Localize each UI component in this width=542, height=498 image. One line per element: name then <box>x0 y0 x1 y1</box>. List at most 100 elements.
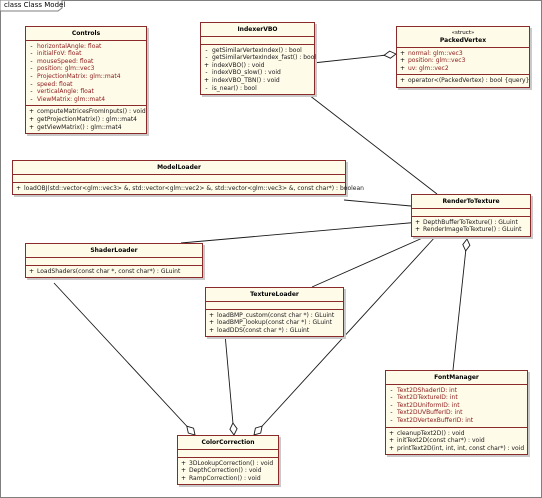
class-packed-vertex[interactable]: «struct»PackedVertex+normal: glm::vec3+p… <box>396 26 530 88</box>
attribute-row[interactable]: -Text2DShaderID: int <box>386 387 527 395</box>
frame-title: class Class Model <box>4 1 66 9</box>
operations-section: +3DLookupCorrection() : void+DepthCorrec… <box>178 458 278 485</box>
visibility-marker: + <box>388 429 395 437</box>
attribute-text: position: glm::vec3 <box>408 57 466 65</box>
attributes-section <box>13 175 345 183</box>
class-name: PackedVertex <box>439 37 487 44</box>
attributes-section: -Text2DShaderID: int-Text2DTextureID: in… <box>386 385 527 428</box>
operation-text: operator<(PackedVertex) : bool {query} <box>408 77 530 85</box>
visibility-marker: + <box>399 57 406 65</box>
operation-row[interactable]: +indexVBO() : void <box>201 62 314 70</box>
visibility-marker: - <box>30 57 33 65</box>
association-indexer-packed <box>312 50 397 64</box>
operations-section: +LoadShaders(const char *, const char*) … <box>26 266 202 278</box>
operations-section: +computeMatricesFromInputs() : void+getP… <box>26 106 146 133</box>
operation-row[interactable]: +LoadShaders(const char *, const char*) … <box>26 268 202 276</box>
visibility-marker: + <box>414 218 421 226</box>
visibility-marker: + <box>28 108 35 116</box>
visibility-marker: - <box>30 95 33 103</box>
class-name: FontManager <box>434 374 479 381</box>
operation-row[interactable]: +DepthBufferToTexture() : GLuint <box>412 219 530 227</box>
operation-text: RampCorrection() : void <box>189 474 261 482</box>
operation-row[interactable]: +DepthCorrection() : void <box>178 467 278 475</box>
operation-text: getProjectionMatrix() : glm::mat4 <box>37 115 137 123</box>
visibility-marker: - <box>390 409 393 417</box>
operation-row[interactable]: -getSimilarVertexIndex_fast() : bool <box>201 54 317 62</box>
operation-row[interactable]: +printText2D(int, int, int, const char*)… <box>386 445 527 453</box>
class-indexer-vbo[interactable]: IndexerVBO -getSimilarVertexIndex() : boo… <box>200 22 317 96</box>
operation-row[interactable]: +loadBMP_custom(const char *) : GLuint <box>206 312 343 320</box>
attribute-row[interactable]: -mouseSpeed: float <box>26 58 146 66</box>
visibility-marker: - <box>390 416 393 424</box>
aggregation-diamond <box>383 50 397 59</box>
class-header: Controls <box>26 27 146 41</box>
operation-text: DepthBufferToTexture() : GLuint <box>423 218 518 226</box>
class-model-loader[interactable]: ModelLoader+loadOBJ(std::vector<glm::vec… <box>12 160 364 196</box>
class-color-correction[interactable]: ColorCorrection+3DLookupCorrection() : v… <box>177 435 279 486</box>
operation-row[interactable]: +loadBMP_lookup(const char *) : GLuint <box>206 319 343 327</box>
visibility-marker: + <box>414 226 421 234</box>
operation-row[interactable]: +computeMatricesFromInputs() : void <box>26 108 146 116</box>
operation-text: getSimilarVertexIndex_fast() : bool <box>212 54 317 62</box>
operation-row[interactable]: +loadOBJ(std::vector<glm::vec3> &, std::… <box>13 185 364 193</box>
attributes-section <box>26 258 202 266</box>
attribute-row[interactable]: -position: glm::vec3 <box>26 65 146 73</box>
attribute-text: speed: float <box>37 80 73 88</box>
operation-row[interactable]: +3DLookupCorrection() : void <box>178 460 278 468</box>
operation-row[interactable]: +RampCorrection() : void <box>178 475 278 483</box>
operation-row[interactable]: +loadDDS(const char *) : GLuint <box>206 327 343 335</box>
operation-row[interactable]: +getViewMatrix() : glm::mat4 <box>26 124 146 132</box>
visibility-marker: + <box>399 64 406 72</box>
class-header: FontManager <box>386 371 527 385</box>
visibility-marker: + <box>208 319 215 327</box>
operation-row[interactable]: -getSimilarVertexIndex() : bool <box>201 47 314 55</box>
operation-row[interactable]: +cleanupText2D() : void <box>386 430 527 438</box>
attribute-row[interactable]: +normal: glm::vec3 <box>397 50 529 58</box>
operations-section: +DepthBufferToTexture() : GLuint+RenderI… <box>412 217 530 236</box>
attribute-text: normal: glm::vec3 <box>408 49 463 57</box>
attribute-row[interactable]: -horizontalAngle: float <box>26 43 146 51</box>
attribute-row[interactable]: -Text2DVertexBufferID: int <box>386 417 527 425</box>
attribute-text: ViewMatrix: glm::mat4 <box>37 95 106 103</box>
visibility-marker: + <box>203 76 210 84</box>
attribute-row[interactable]: -Text2DUVBufferID: int <box>386 409 527 417</box>
operation-row[interactable]: +RenderImageToTexture() : GLuint <box>412 226 530 234</box>
operation-row[interactable]: -indexVBO_slow() : void <box>201 69 314 77</box>
operation-text: loadOBJ(std::vector<glm::vec3> &, std::v… <box>24 184 364 192</box>
visibility-marker: + <box>180 474 187 482</box>
class-name: IndexerVBO <box>237 26 278 33</box>
attribute-row[interactable]: +uv: glm::vec2 <box>397 65 529 73</box>
association-modelloader-rtt <box>343 199 412 207</box>
attribute-row[interactable]: -ViewMatrix: glm::mat4 <box>26 96 146 104</box>
operation-text: indexVBO_TBN() : void <box>212 76 280 84</box>
class-font-manager[interactable]: FontManager -Text2DShaderID: int-Text2DTe… <box>385 370 528 456</box>
attribute-row[interactable]: -verticalAngle: float <box>26 88 146 96</box>
class-texture-loader[interactable]: TextureLoader +loadBMP_custom(const char … <box>205 287 344 338</box>
visibility-marker: - <box>30 88 33 96</box>
visibility-marker: - <box>390 386 393 394</box>
operation-row[interactable]: -is_near() : bool <box>201 85 314 93</box>
operation-row[interactable]: +operator<(PackedVertex) : bool {query} <box>397 77 529 85</box>
class-shader-loader[interactable]: ShaderLoader+LoadShaders(const char *, c… <box>25 243 203 279</box>
visibility-marker: + <box>388 444 395 452</box>
attribute-text: ProjectionMatrix: glm::mat4 <box>37 72 121 80</box>
attributes-section: +normal: glm::vec3+position: glm::vec3+u… <box>397 48 529 76</box>
attribute-row[interactable]: -initialFoV: float <box>26 50 146 58</box>
attribute-row[interactable]: -speed: float <box>26 81 146 89</box>
class-render-to-texture[interactable]: RenderToTexture+DepthBufferToTexture() :… <box>411 194 531 237</box>
operation-row[interactable]: +getProjectionMatrix() : glm::mat4 <box>26 116 146 124</box>
attribute-row[interactable]: -Text2DTextureID: int <box>386 394 527 402</box>
visibility-marker: + <box>28 123 35 131</box>
operation-row[interactable]: +indexVBO_TBN() : void <box>201 77 314 85</box>
attribute-row[interactable]: +position: glm::vec3 <box>397 57 529 65</box>
operation-row[interactable]: +initText2D(const char*) : void <box>386 437 527 445</box>
class-controls[interactable]: Controls -horizontalAngle: float-initialF… <box>25 26 147 135</box>
association-shader-color <box>53 282 196 436</box>
visibility-marker: - <box>30 42 33 50</box>
attribute-row[interactable]: -ProjectionMatrix: glm::mat4 <box>26 73 146 81</box>
class-header: TextureLoader <box>206 288 343 302</box>
attribute-row[interactable]: -Text2DUniformID: int <box>386 402 527 410</box>
aggregation-diamond <box>462 238 471 252</box>
operation-text: cleanupText2D() : void <box>397 429 465 437</box>
